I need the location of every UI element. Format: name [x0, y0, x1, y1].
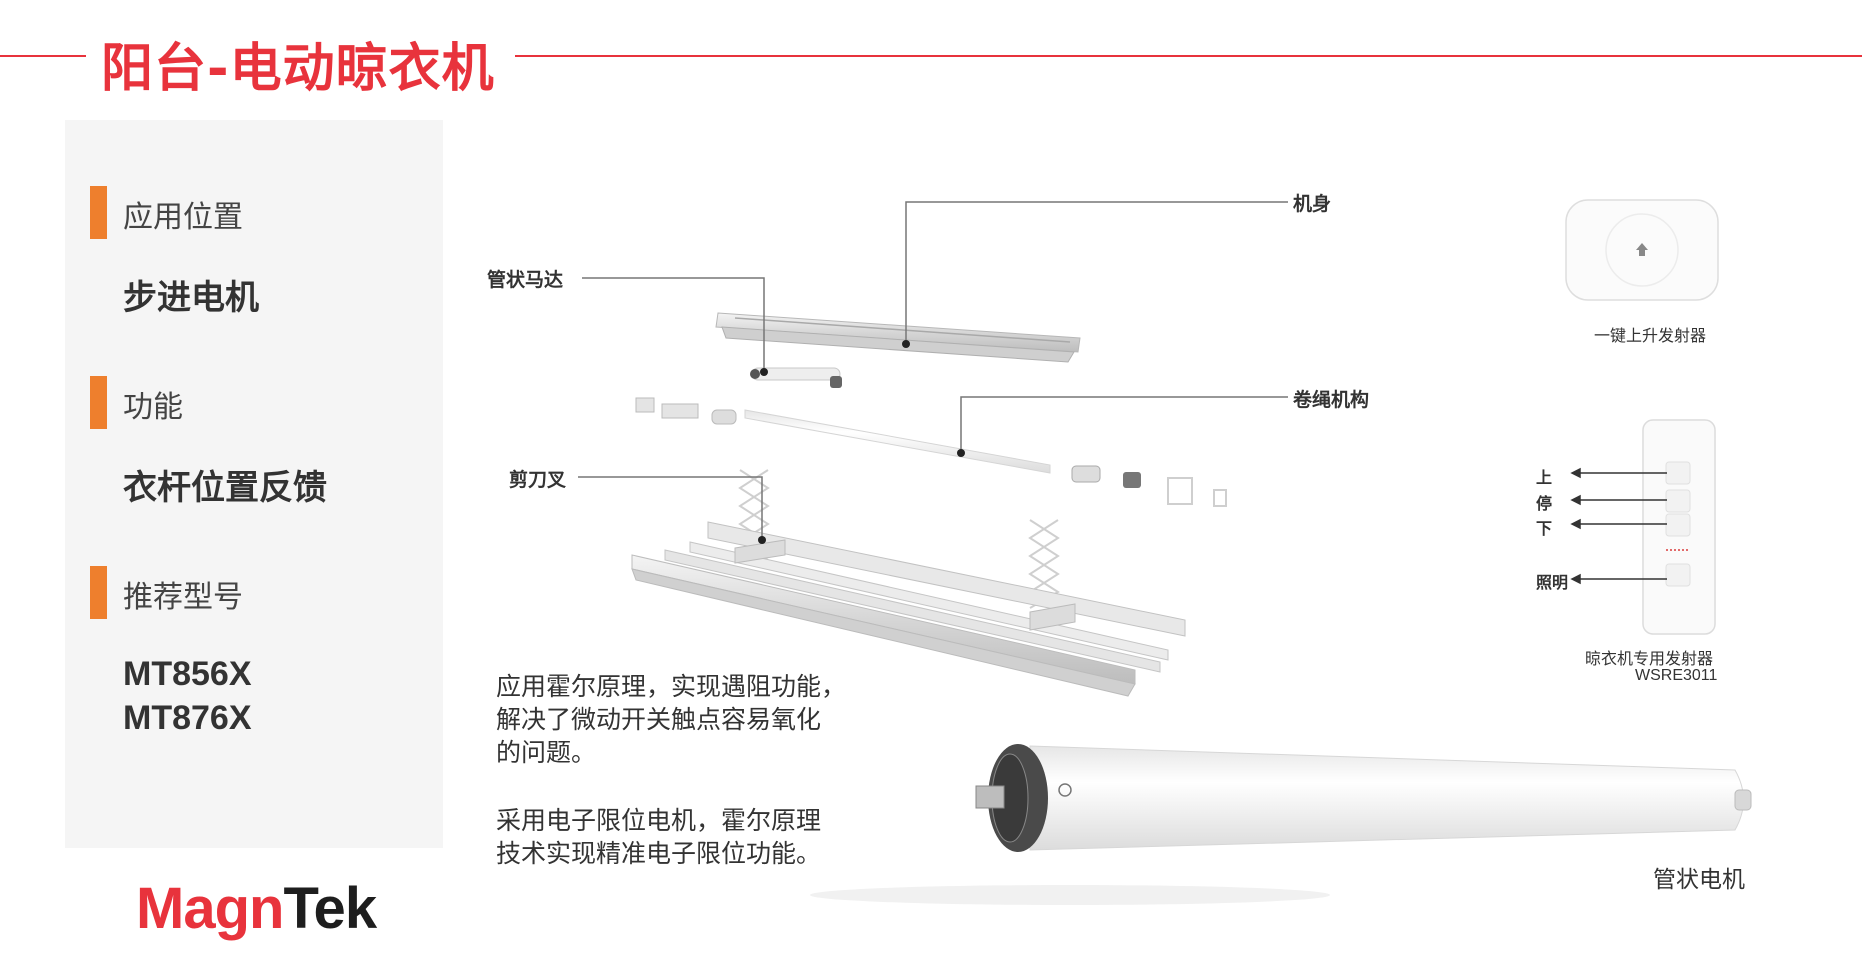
label-body: 机身 — [1293, 193, 1332, 215]
remote-button-light: 照明 — [1536, 573, 1569, 592]
section-label-function: 功能 — [123, 390, 183, 425]
label-tube-motor: 管状马达 — [487, 269, 564, 291]
label-scissor: 剪刀叉 — [509, 469, 567, 491]
leader-lines — [578, 201, 1288, 540]
info-panel: 应用位置 步进电机 功能 衣杆位置反馈 推荐型号 MT856X MT876X — [65, 120, 443, 848]
remote-button-stop: 停 — [1536, 494, 1553, 513]
section-label-position: 应用位置 — [123, 200, 243, 235]
header-rule-left — [0, 55, 86, 57]
section-value-position: 步进电机 — [123, 278, 259, 318]
description-paragraph-1: 应用霍尔原理，实现遇阻功能， 解决了微动开关触点容易氧化 的问题。 — [496, 672, 847, 767]
tubular-motor — [810, 744, 1752, 905]
handheld-remote — [1642, 419, 1716, 635]
model-item: MT876X — [123, 699, 252, 737]
rope-rod — [635, 397, 1227, 507]
model-item: MT856X — [123, 655, 252, 693]
remote-caption: 晾衣机专用发射器 — [1585, 649, 1714, 668]
remote-model: WSRE3011 — [1635, 667, 1718, 684]
remote-button-up: 上 — [1536, 468, 1553, 487]
small-motor-part — [750, 367, 842, 388]
model-list: MT856X MT876X — [123, 652, 252, 740]
label-rope-mechanism: 卷绳机构 — [1293, 389, 1370, 411]
clothes-rails — [631, 521, 1186, 697]
leader-dots — [758, 340, 965, 544]
one-key-remote-caption: 一键上升发射器 — [1594, 326, 1707, 345]
section-marker — [90, 186, 107, 239]
remote-arrows — [1570, 467, 1667, 585]
description-paragraph-2: 采用电子限位电机，霍尔原理 技术实现精准电子限位功能。 — [496, 806, 822, 868]
page-title: 阳台-电动晾衣机 — [101, 39, 495, 99]
section-label-models: 推荐型号 — [123, 580, 243, 615]
motor-caption: 管状电机 — [1653, 867, 1745, 893]
header-rule-right — [515, 55, 1862, 57]
body-rail — [715, 312, 1081, 363]
one-key-remote — [1565, 199, 1719, 301]
section-marker — [90, 376, 107, 429]
remote-button-down: 下 — [1536, 519, 1553, 538]
brand-logo: MagnTek — [136, 876, 377, 941]
section-marker — [90, 566, 107, 619]
section-value-function: 衣杆位置反馈 — [123, 468, 327, 508]
